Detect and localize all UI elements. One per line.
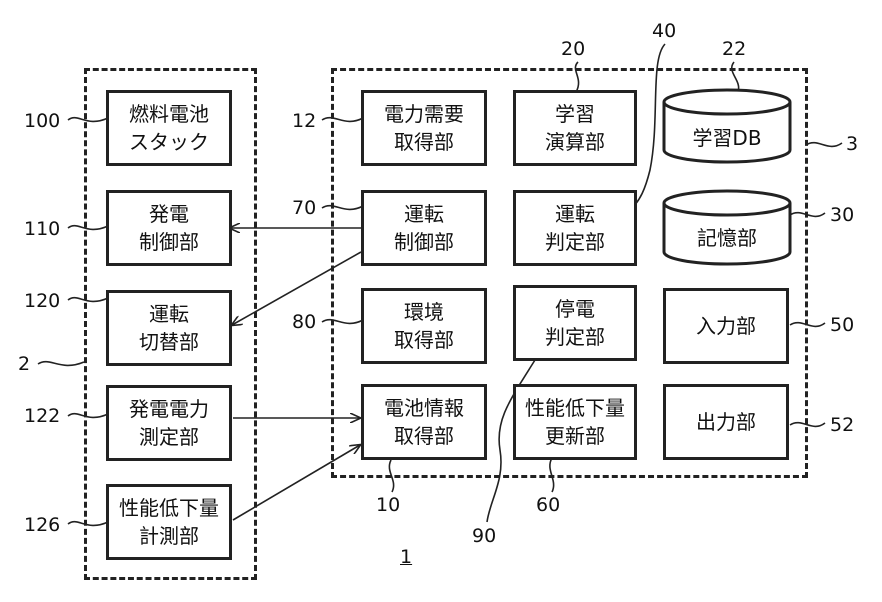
cylinder-storage-label: 記憶部 xyxy=(667,218,787,258)
block-text: 入力部 xyxy=(696,312,756,340)
block-text: 運転 xyxy=(404,200,444,228)
block-degradation-update: 性能低下量 更新部 xyxy=(513,384,637,460)
ref-label: 122 xyxy=(24,405,60,427)
ref-label: 50 xyxy=(830,314,854,336)
ref-label: 20 xyxy=(561,38,585,60)
block-text: 切替部 xyxy=(139,328,199,356)
ref-label: 22 xyxy=(722,38,746,60)
ref-label: 90 xyxy=(472,525,496,547)
ref-label: 110 xyxy=(24,218,60,240)
block-environment-acquisition: 環境 取得部 xyxy=(361,288,487,364)
block-text: 制御部 xyxy=(139,228,199,256)
block-text: 記憶部 xyxy=(697,224,757,252)
block-text: 環境 xyxy=(404,298,444,326)
ref-label: 30 xyxy=(830,204,854,226)
block-text: 取得部 xyxy=(394,128,454,156)
block-operation-control: 運転 制御部 xyxy=(361,190,487,266)
block-operation-decision: 運転 判定部 xyxy=(513,190,637,266)
block-text: 発電 xyxy=(149,200,189,228)
block-power-demand-acquisition: 電力需要 取得部 xyxy=(361,90,487,166)
ref-label: 70 xyxy=(292,197,316,219)
block-input: 入力部 xyxy=(663,288,789,364)
leader-2 xyxy=(38,362,84,366)
block-text: 取得部 xyxy=(394,326,454,354)
block-text: 学習 xyxy=(555,100,595,128)
block-text: 停電 xyxy=(555,295,595,323)
block-text: 出力部 xyxy=(696,408,756,436)
block-outage-decision: 停電 判定部 xyxy=(513,285,637,361)
block-degradation-measurement: 性能低下量 計測部 xyxy=(106,484,232,560)
ref-label: 52 xyxy=(830,414,854,436)
ref-label: 12 xyxy=(292,110,316,132)
block-text: 計測部 xyxy=(139,522,199,550)
block-text: 電池情報 xyxy=(384,394,464,422)
block-text: 性能低下量 xyxy=(525,394,625,422)
leader-3 xyxy=(806,143,842,147)
block-text: 取得部 xyxy=(394,422,454,450)
ref-label: 3 xyxy=(846,133,858,155)
ref-label: 80 xyxy=(292,311,316,333)
ref-label: 60 xyxy=(536,494,560,516)
block-text: 測定部 xyxy=(139,423,199,451)
ref-label: 40 xyxy=(652,20,676,42)
block-text: 演算部 xyxy=(545,128,605,156)
block-text: 制御部 xyxy=(394,228,454,256)
block-power-measurement: 発電電力 測定部 xyxy=(106,385,232,461)
ref-label: 120 xyxy=(24,290,60,312)
ref-label: 2 xyxy=(18,353,30,375)
block-learning-computation: 学習 演算部 xyxy=(513,90,637,166)
block-battery-info-acquisition: 電池情報 取得部 xyxy=(361,384,487,460)
block-text: 燃料電池 xyxy=(129,100,209,128)
ref-label: 126 xyxy=(24,514,60,536)
block-text: スタック xyxy=(129,128,209,156)
ref-label: 100 xyxy=(24,110,60,132)
block-text: 電力需要 xyxy=(384,100,464,128)
block-generation-control: 発電 制御部 xyxy=(106,190,232,266)
block-text: 判定部 xyxy=(545,228,605,256)
figure-label: 1 xyxy=(400,546,412,568)
cylinder-learning-db-label: 学習DB xyxy=(667,118,787,158)
block-fuel-cell-stack: 燃料電池 スタック xyxy=(106,90,232,166)
block-text: 更新部 xyxy=(545,422,605,450)
block-operation-switch: 運転 切替部 xyxy=(106,290,232,366)
block-text: 運転 xyxy=(149,300,189,328)
block-text: 運転 xyxy=(555,200,595,228)
block-text: 判定部 xyxy=(545,323,605,351)
block-text: 発電電力 xyxy=(129,395,209,423)
ref-label: 10 xyxy=(376,494,400,516)
block-text: 学習DB xyxy=(692,124,761,152)
block-text: 性能低下量 xyxy=(119,494,219,522)
block-output: 出力部 xyxy=(663,384,789,460)
